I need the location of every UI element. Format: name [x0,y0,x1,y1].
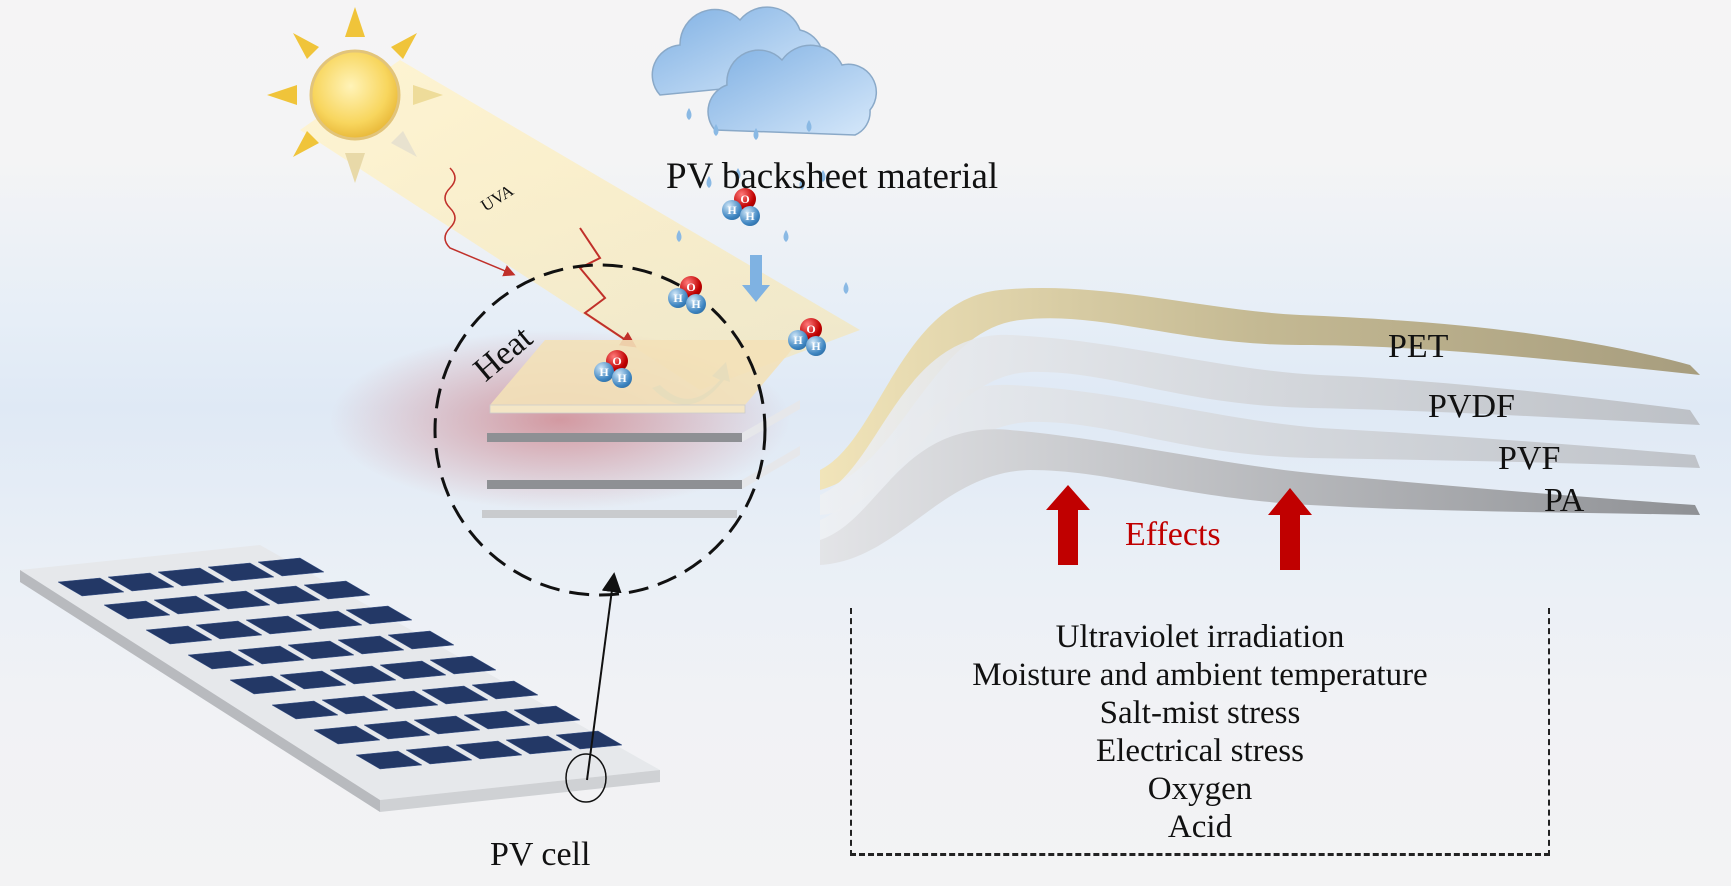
pointer-arrow [586,572,622,781]
moisture-down-arrow-icon [742,255,770,302]
stress-factor: Moisture and ambient temperature [972,657,1428,693]
figure-title: PV backsheet material [666,156,999,197]
backsheet-layers [820,287,1700,565]
layer-label-pvdf: PVDF [1428,388,1515,425]
layer-label-pa: PA [1544,482,1585,519]
sun-icon [267,7,443,183]
pv-cell-label: PV cell [490,836,591,873]
zoom-circle [433,263,767,597]
effects-label: Effects [1125,516,1221,553]
stress-factor: Salt-mist stress [1099,695,1301,731]
raindrops [676,108,849,294]
uv-wave-icon [578,227,637,348]
stress-factor: Ultraviolet irradiation [1055,619,1345,655]
solar-panel-icon [20,545,660,812]
layered-plates [482,340,800,518]
rain-cloud-icon [651,6,878,136]
stress-factor: Oxygen [1147,771,1253,807]
layer-label-pet: PET [1388,328,1449,365]
stress-factors-box: Ultraviolet irradiation Moisture and amb… [850,608,1550,856]
stress-factor: Acid [1167,809,1233,845]
sunlight-beam [300,60,860,390]
layer-label-pvf: PVF [1498,440,1561,477]
stress-factor: Electrical stress [1096,733,1304,769]
up-arrow-icon-left [1046,485,1090,565]
uva-wave-icon [444,167,516,277]
up-arrow-icon-right [1268,488,1312,570]
